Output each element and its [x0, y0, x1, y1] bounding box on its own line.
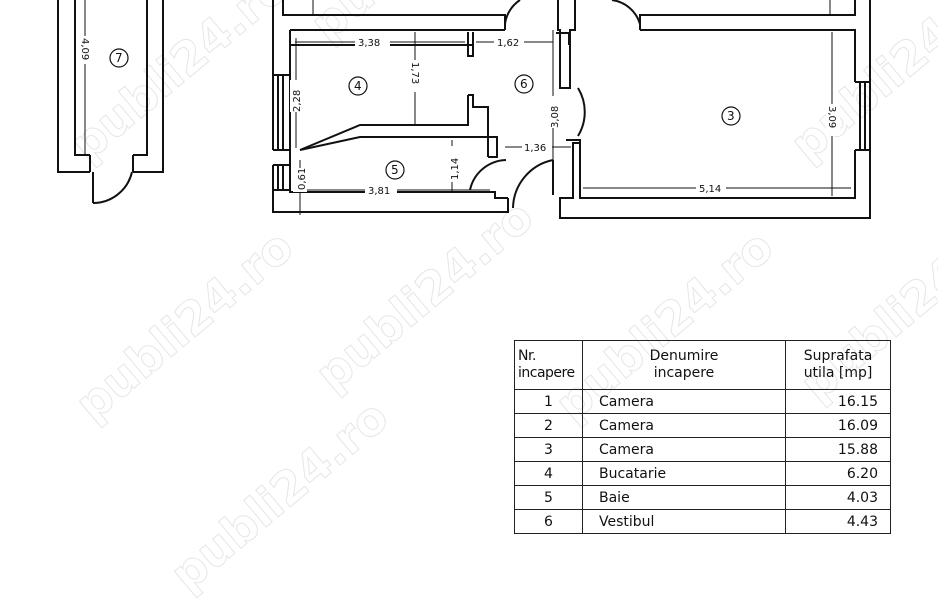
- cell-nr: 1: [514, 389, 583, 414]
- cell-area: 4.03: [785, 485, 891, 510]
- table-header-row: Nr. incapere Denumire incapere Suprafata…: [514, 340, 891, 390]
- cell-nr: 5: [514, 485, 583, 510]
- header-usable-area: Suprafata utila [mp]: [785, 340, 891, 390]
- floor-plan: 3,38 1,62 1,73 2,28 3,08 3,09 1,36 1,14 …: [57, 0, 871, 219]
- room-labels: 7 4 6 5 3: [109, 48, 741, 180]
- cell-nr: 6: [514, 509, 583, 534]
- cell-name: Camera: [582, 413, 786, 438]
- cell-area: 16.15: [785, 389, 891, 414]
- table-row: 2 Camera 16.09: [514, 413, 891, 438]
- cell-nr: 2: [514, 413, 583, 438]
- header-room-name: Denumire incapere: [582, 340, 786, 390]
- dim-3-81: 3,81: [368, 186, 390, 197]
- room-5-label: 5: [385, 160, 405, 180]
- dim-0-61: 0,61: [297, 168, 308, 190]
- header-room-number: Nr. incapere: [514, 340, 583, 390]
- svg-text:3: 3: [727, 109, 735, 123]
- room-7-walls: [57, 0, 164, 204]
- room-3-label: 3: [721, 106, 741, 126]
- cell-nr: 4: [514, 461, 583, 486]
- apartment-walls: [272, 0, 871, 219]
- dim-1-36: 1,36: [524, 143, 546, 154]
- cell-area: 15.88: [785, 437, 891, 462]
- dimension-labels: 3,38 1,62 1,73 2,28 3,08 3,09 1,36 1,14 …: [79, 36, 840, 197]
- svg-text:4: 4: [354, 79, 362, 93]
- table-row: 1 Camera 16.15: [514, 389, 891, 414]
- cell-name: Camera: [582, 437, 786, 462]
- svg-text:5: 5: [391, 163, 399, 177]
- room-area-table: Nr. incapere Denumire incapere Suprafata…: [514, 340, 891, 534]
- dim-1-14: 1,14: [450, 158, 461, 180]
- cell-name: Baie: [582, 485, 786, 510]
- svg-text:6: 6: [520, 77, 528, 91]
- dim-4-09: 4,09: [79, 38, 90, 60]
- dim-1-62: 1,62: [497, 38, 519, 49]
- room-6-label: 6: [514, 74, 534, 94]
- table-row: 6 Vestibul 4.43: [514, 509, 891, 534]
- dim-3-09: 3,09: [826, 106, 837, 128]
- table-row: 5 Baie 4.03: [514, 485, 891, 510]
- room-4-label: 4: [348, 76, 368, 96]
- svg-text:7: 7: [115, 51, 123, 65]
- dim-1-73: 1,73: [409, 62, 420, 84]
- cell-area: 6.20: [785, 461, 891, 486]
- cell-area: 4.43: [785, 509, 891, 534]
- dim-2-28: 2,28: [292, 90, 303, 112]
- dim-3-08: 3,08: [550, 106, 561, 128]
- table-row: 4 Bucatarie 6.20: [514, 461, 891, 486]
- cell-name: Bucatarie: [582, 461, 786, 486]
- cell-name: Camera: [582, 389, 786, 414]
- dim-3-38: 3,38: [358, 38, 380, 49]
- cell-nr: 3: [514, 437, 583, 462]
- cell-area: 16.09: [785, 413, 891, 438]
- dim-5-14: 5,14: [699, 184, 721, 195]
- room-7-label: 7: [109, 48, 129, 68]
- table-row: 3 Camera 15.88: [514, 437, 891, 462]
- cell-name: Vestibul: [582, 509, 786, 534]
